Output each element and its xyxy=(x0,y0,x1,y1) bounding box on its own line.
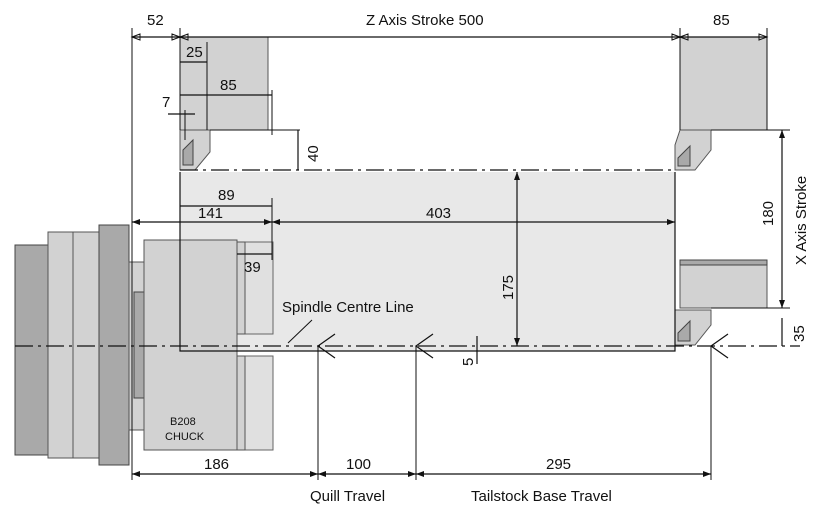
dimension-85-top: 85 xyxy=(713,12,730,29)
tool-holder-right-top xyxy=(674,36,768,171)
dimension-89: 89 xyxy=(218,187,235,204)
dimension-85-tool: 85 xyxy=(220,77,237,94)
z-axis-stroke-label: Z Axis Stroke 500 xyxy=(366,12,484,29)
tool-holder-right-bottom xyxy=(674,259,768,346)
dimension-39: 39 xyxy=(244,259,261,276)
dimension-52: 52 xyxy=(147,12,164,29)
tailstock-base-travel-label: Tailstock Base Travel xyxy=(471,488,612,505)
dimension-100: 100 xyxy=(346,456,371,473)
spindle-centre-line-label: Spindle Centre Line xyxy=(282,299,414,316)
dimension-141: 141 xyxy=(198,205,223,222)
dimension-40: 40 xyxy=(305,145,322,162)
chuck-label-line2: CHUCK xyxy=(165,431,205,443)
chuck: B208 CHUCK xyxy=(143,239,274,451)
dimension-186: 186 xyxy=(204,456,229,473)
chuck-label-line1: B208 xyxy=(170,416,196,428)
dimension-35: 35 xyxy=(791,325,808,342)
x-axis-stroke-label: X Axis Stroke xyxy=(793,176,810,265)
dimension-175: 175 xyxy=(500,275,517,300)
dimension-5: 5 xyxy=(460,358,477,366)
quill-travel-label: Quill Travel xyxy=(310,488,385,505)
spindle-headstock xyxy=(14,224,146,466)
dimension-25: 25 xyxy=(186,44,203,61)
dimension-295: 295 xyxy=(546,456,571,473)
dimension-7: 7 xyxy=(162,94,170,111)
dimension-180: 180 xyxy=(760,201,777,226)
dimension-403: 403 xyxy=(426,205,451,222)
